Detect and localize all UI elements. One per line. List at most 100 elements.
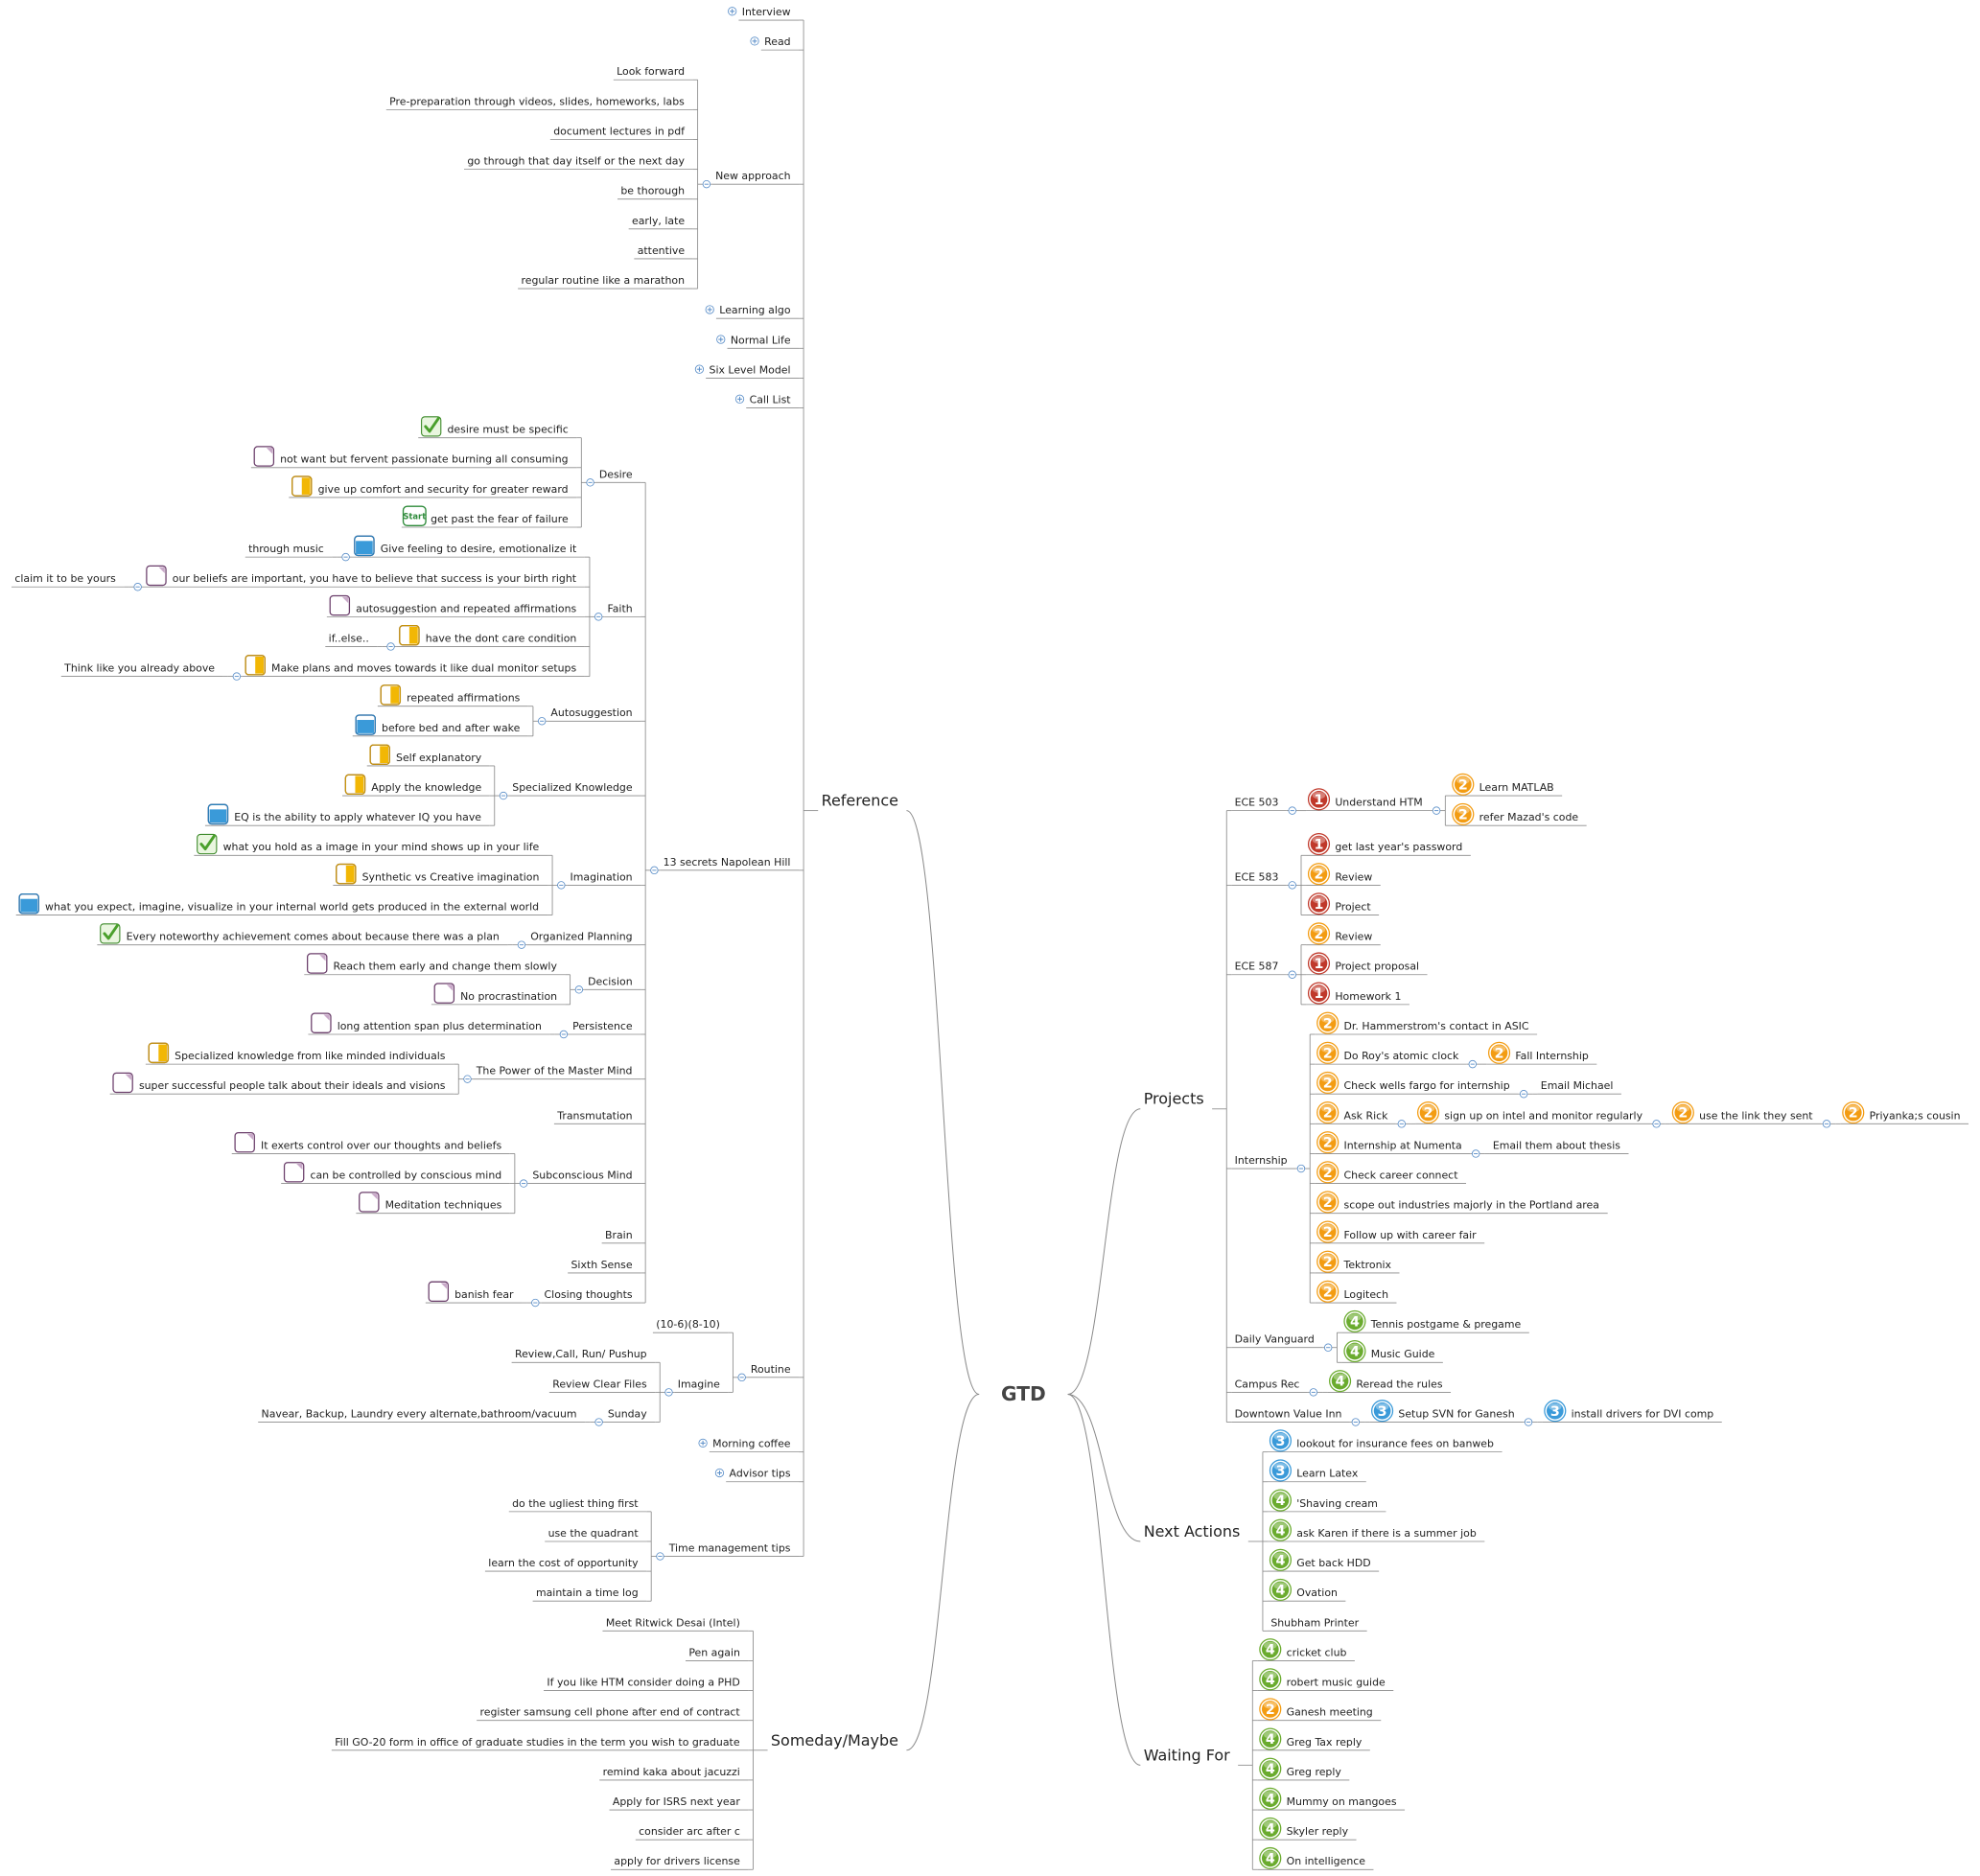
topic-learning-algo[interactable]: Learning algo bbox=[705, 304, 791, 316]
topic-self-explanatory[interactable]: Self explanatory bbox=[369, 744, 482, 765]
collapse-toggle-icon[interactable] bbox=[702, 179, 711, 189]
topic-navear-backup-laundry-every-alternate-ba[interactable]: Navear, Backup, Laundry every alternate,… bbox=[262, 1407, 577, 1420]
collapse-toggle-icon[interactable] bbox=[1468, 1059, 1477, 1069]
topic-advisor-tips[interactable]: Advisor tips bbox=[714, 1468, 791, 1480]
topic-imagination[interactable]: Imagination bbox=[571, 870, 633, 883]
collapse-toggle-icon[interactable] bbox=[519, 1179, 528, 1188]
collapse-toggle-icon[interactable] bbox=[559, 1030, 569, 1039]
topic-long-attention-span-plus-determination[interactable]: long attention span plus determination bbox=[311, 1012, 542, 1033]
topic-persistence[interactable]: Persistence bbox=[572, 1020, 633, 1032]
collapse-toggle-icon[interactable] bbox=[1432, 806, 1441, 815]
topic-every-noteworthy-achievement-comes-about[interactable]: Every noteworthy achievement comes about… bbox=[100, 923, 500, 944]
topic-use-the-quadrant[interactable]: use the quadrant bbox=[548, 1527, 640, 1540]
topic-if-you-like-htm-consider-doing-a-phd[interactable]: If you like HTM consider doing a PHD bbox=[547, 1677, 739, 1689]
topic-reference[interactable]: Reference bbox=[822, 792, 898, 810]
topic-someday-maybe[interactable]: Someday/Maybe bbox=[771, 1731, 898, 1749]
topic-decision[interactable]: Decision bbox=[588, 975, 632, 987]
collapse-toggle-icon[interactable] bbox=[1288, 881, 1296, 890]
topic-what-you-hold-as-a-image-in-your-mind-sh[interactable]: what you hold as a image in your mind sh… bbox=[197, 833, 540, 855]
topic-shaving-cream[interactable]: 4'Shaving cream bbox=[1269, 1489, 1378, 1512]
topic-subconscious-mind[interactable]: Subconscious Mind bbox=[532, 1170, 632, 1182]
topic-attentive[interactable]: attentive bbox=[638, 244, 686, 257]
collapse-toggle-icon[interactable] bbox=[499, 791, 508, 800]
topic-register-samsung-cell-phone-after-end-of[interactable]: register samsung cell phone after end of… bbox=[480, 1706, 741, 1719]
expand-toggle-icon[interactable] bbox=[694, 364, 705, 374]
collapse-toggle-icon[interactable] bbox=[594, 1418, 603, 1426]
expand-toggle-icon[interactable] bbox=[714, 1468, 725, 1478]
collapse-toggle-icon[interactable] bbox=[1309, 1388, 1318, 1397]
topic-six-level-model[interactable]: Six Level Model bbox=[694, 363, 791, 376]
topic-apply-for-isrs-next-year[interactable]: Apply for ISRS next year bbox=[613, 1795, 740, 1808]
collapse-toggle-icon[interactable] bbox=[1652, 1120, 1661, 1128]
expand-toggle-icon[interactable] bbox=[728, 7, 737, 16]
topic-specialized-knowledge-from-like-minded-i[interactable]: Specialized knowledge from like minded i… bbox=[148, 1042, 446, 1064]
topic-interview[interactable]: Interview bbox=[728, 6, 791, 18]
topic-be-thorough[interactable]: be thorough bbox=[620, 185, 685, 197]
topic-ece-587[interactable]: ECE 587 bbox=[1235, 961, 1279, 973]
topic-maintain-a-time-log[interactable]: maintain a time log bbox=[536, 1586, 639, 1599]
topic-banish-fear[interactable]: banish fear bbox=[428, 1281, 514, 1302]
topic-go-through-that-day-itself-or-the-next-d[interactable]: go through that day itself or the next d… bbox=[467, 155, 685, 168]
topic-downtown-value-inn[interactable]: Downtown Value Inn bbox=[1235, 1407, 1342, 1420]
topic-specialized-knowledge[interactable]: Specialized Knowledge bbox=[512, 781, 633, 794]
topic-before-bed-and-after-wake[interactable]: before bed and after wake bbox=[355, 714, 521, 735]
topic-what-you-expect-imagine-visualize-in-you[interactable]: what you expect, imagine, visualize in y… bbox=[18, 893, 539, 915]
collapse-toggle-icon[interactable] bbox=[232, 672, 242, 681]
collapse-toggle-icon[interactable] bbox=[1397, 1120, 1407, 1128]
collapse-toggle-icon[interactable] bbox=[656, 1552, 664, 1561]
collapse-toggle-icon[interactable] bbox=[1296, 1164, 1306, 1173]
topic-autosuggestion[interactable]: Autosuggestion bbox=[550, 706, 632, 719]
topic-call-list[interactable]: Call List bbox=[734, 393, 791, 405]
topic-imagine[interactable]: Imagine bbox=[678, 1378, 720, 1390]
collapse-toggle-icon[interactable] bbox=[463, 1075, 472, 1083]
topic-meditation-techniques[interactable]: Meditation techniques bbox=[359, 1192, 502, 1213]
topic-remind-kaka-about-jacuzzi[interactable]: remind kaka about jacuzzi bbox=[603, 1766, 740, 1778]
collapse-toggle-icon[interactable] bbox=[133, 583, 142, 591]
collapse-toggle-icon[interactable] bbox=[664, 1388, 673, 1397]
topic-do-the-ugliest-thing-first[interactable]: do the ugliest thing first bbox=[512, 1497, 639, 1510]
topic-make-plans-and-moves-towards-it-like-dua[interactable]: Make plans and moves towards it like dua… bbox=[245, 655, 576, 676]
collapse-toggle-icon[interactable] bbox=[586, 478, 594, 487]
collapse-toggle-icon[interactable] bbox=[1524, 1418, 1533, 1426]
topic-fill-go-20-form-in-office-of-graduate-st[interactable]: Fill GO-20 form in office of graduate st… bbox=[335, 1736, 740, 1749]
topic-apply-for-drivers-license[interactable]: apply for drivers license bbox=[614, 1855, 740, 1867]
topic-sixth-sense[interactable]: Sixth Sense bbox=[571, 1259, 633, 1271]
collapse-toggle-icon[interactable] bbox=[537, 717, 547, 726]
collapse-toggle-icon[interactable] bbox=[737, 1373, 746, 1382]
expand-toggle-icon[interactable] bbox=[698, 1438, 708, 1448]
topic-ece-583[interactable]: ECE 583 bbox=[1235, 870, 1279, 883]
collapse-toggle-icon[interactable] bbox=[1822, 1120, 1831, 1128]
topic-learn-the-cost-of-opportunity[interactable]: learn the cost of opportunity bbox=[488, 1557, 639, 1569]
topic-morning-coffee[interactable]: Morning coffee bbox=[698, 1438, 791, 1450]
topic-if-else[interactable]: if..else.. bbox=[329, 632, 369, 644]
topic-shubham-printer[interactable]: Shubham Printer bbox=[1270, 1616, 1359, 1629]
topic-regular-routine-like-a-marathon[interactable]: regular routine like a marathon bbox=[522, 274, 685, 287]
collapse-toggle-icon[interactable] bbox=[386, 642, 395, 651]
topic-reach-them-early-and-change-them-slowly[interactable]: Reach them early and change them slowly bbox=[307, 953, 558, 974]
